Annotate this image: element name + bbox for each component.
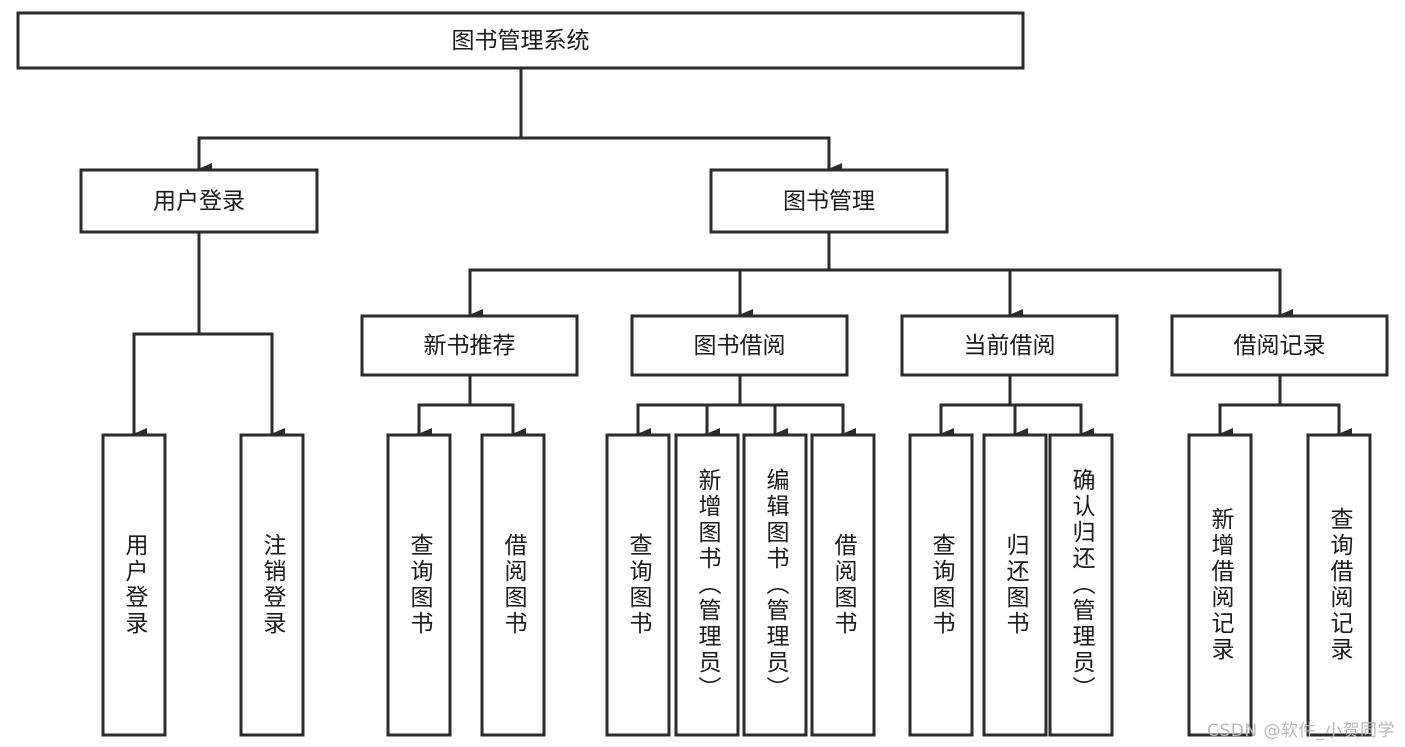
connector-lines — [132, 66, 1352, 440]
node-label-book-borrow: 图书借阅 — [694, 333, 786, 359]
node-box-leaf-query-book-3[interactable] — [908, 433, 974, 737]
node-box-leaf-query-book-2[interactable] — [605, 433, 671, 737]
node-box-book-borrow[interactable] — [630, 314, 849, 377]
node-box-leaf-borrow-book-1[interactable] — [480, 433, 546, 737]
node-box-leaf-query-book-1[interactable] — [386, 433, 452, 737]
node-box-book-manage[interactable] — [709, 168, 949, 234]
node-label-new-book-rec: 新书推荐 — [424, 333, 516, 359]
node-box-borrow-record[interactable] — [1170, 314, 1389, 377]
node-label-book-manage: 图书管理 — [783, 189, 875, 215]
node-box-current-borrow[interactable] — [900, 314, 1119, 377]
node-box-new-book-rec[interactable] — [360, 314, 579, 377]
node-boxes — [16, 11, 1389, 737]
node-label-root: 图书管理系统 — [452, 28, 590, 54]
node-box-leaf-borrow-book-2[interactable] — [810, 433, 876, 737]
node-box-leaf-query-record[interactable] — [1306, 433, 1372, 737]
node-box-root[interactable] — [16, 11, 1025, 70]
node-box-leaf-user-login[interactable] — [101, 433, 167, 737]
node-box-leaf-edit-book[interactable] — [742, 433, 808, 737]
node-box-user-login[interactable] — [79, 168, 319, 234]
node-box-leaf-return-book[interactable] — [982, 433, 1048, 737]
node-label-user-login: 用户登录 — [153, 189, 245, 215]
node-box-leaf-confirm-return[interactable] — [1048, 433, 1114, 737]
node-label-current-borrow: 当前借阅 — [964, 333, 1056, 359]
watermark-text: CSDN @软件_小贺同学 — [1207, 721, 1395, 741]
node-label-borrow-record: 借阅记录 — [1234, 333, 1326, 359]
node-box-leaf-add-record[interactable] — [1187, 433, 1253, 737]
node-box-leaf-add-book[interactable] — [674, 433, 740, 737]
node-box-leaf-user-logout[interactable] — [239, 433, 305, 737]
